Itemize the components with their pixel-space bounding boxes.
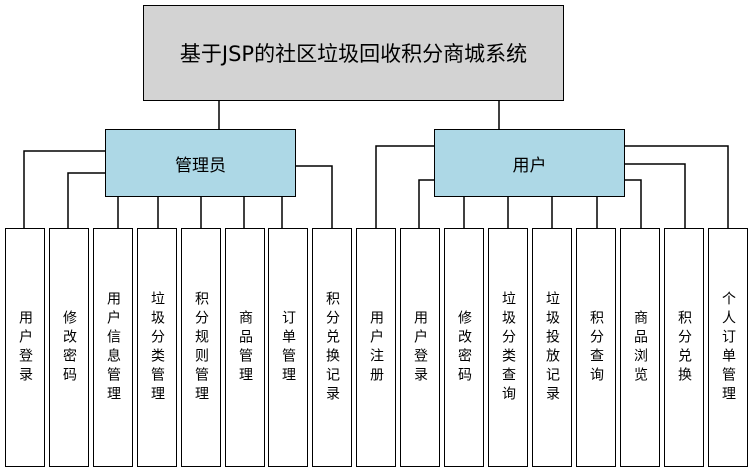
leaf-label: 商品管理 bbox=[237, 309, 253, 386]
connector-user-7 bbox=[625, 179, 642, 228]
leaf-label: 用户注册 bbox=[368, 309, 384, 386]
leaf-label: 修改密码 bbox=[61, 309, 77, 386]
leaf-label: 积分规则管理 bbox=[193, 290, 209, 405]
user-title: 用户 bbox=[512, 155, 547, 176]
user-leaf-disposal-record: 垃圾投放记录 bbox=[532, 228, 572, 467]
admin-leaf-waste-category: 垃圾分类管理 bbox=[137, 228, 177, 467]
connector-user-8 bbox=[625, 163, 686, 228]
user-leaf-product-browse: 商品浏览 bbox=[620, 228, 660, 467]
user-leaf-waste-query: 垃圾分类查询 bbox=[488, 228, 528, 467]
admin-leaf-points-rules: 积分规则管理 bbox=[181, 228, 221, 467]
leaf-label: 积分兑换记录 bbox=[324, 290, 340, 405]
leaf-label: 订单管理 bbox=[280, 309, 296, 386]
connector-user-1 bbox=[375, 145, 434, 228]
admin-leaf-product: 商品管理 bbox=[225, 228, 265, 467]
leaf-label: 修改密码 bbox=[456, 309, 472, 386]
admin-leaf-change-password: 修改密码 bbox=[49, 228, 89, 467]
leaf-label: 个人订单管理 bbox=[720, 290, 736, 405]
leaf-label: 用户登录 bbox=[17, 309, 33, 386]
user-leaf-register: 用户注册 bbox=[356, 228, 396, 467]
connector-user-2 bbox=[418, 179, 434, 228]
admin-node: 管理员 bbox=[105, 129, 296, 197]
root-title: 基于JSP的社区垃圾回收积分商城系统 bbox=[179, 42, 528, 66]
connector-admin-8 bbox=[296, 165, 333, 228]
leaf-label: 商品浏览 bbox=[632, 309, 648, 386]
leaf-label: 用户信息管理 bbox=[105, 290, 121, 405]
leaf-label: 积分兑换 bbox=[676, 309, 692, 386]
admin-leaf-order: 订单管理 bbox=[268, 228, 308, 467]
leaf-label: 积分查询 bbox=[588, 309, 604, 386]
user-leaf-order-manage: 个人订单管理 bbox=[708, 228, 748, 467]
leaf-label: 垃圾投放记录 bbox=[544, 290, 560, 405]
admin-leaf-login: 用户登录 bbox=[5, 228, 45, 467]
connector-user-9 bbox=[625, 145, 729, 228]
admin-title: 管理员 bbox=[175, 155, 226, 176]
user-leaf-login: 用户登录 bbox=[400, 228, 440, 467]
connector-admin-2 bbox=[67, 172, 105, 228]
leaf-label: 用户登录 bbox=[412, 309, 428, 386]
admin-leaf-user-info: 用户信息管理 bbox=[93, 228, 133, 467]
leaf-label: 垃圾分类查询 bbox=[500, 290, 516, 405]
user-leaf-points-query: 积分查询 bbox=[576, 228, 616, 467]
leaf-label: 垃圾分类管理 bbox=[149, 290, 165, 405]
admin-leaf-exchange-record: 积分兑换记录 bbox=[312, 228, 352, 467]
root-node: 基于JSP的社区垃圾回收积分商城系统 bbox=[143, 5, 564, 101]
user-leaf-points-exchange: 积分兑换 bbox=[664, 228, 704, 467]
user-leaf-change-password: 修改密码 bbox=[444, 228, 484, 467]
connector-admin-1 bbox=[23, 150, 105, 228]
user-node: 用户 bbox=[434, 129, 625, 197]
